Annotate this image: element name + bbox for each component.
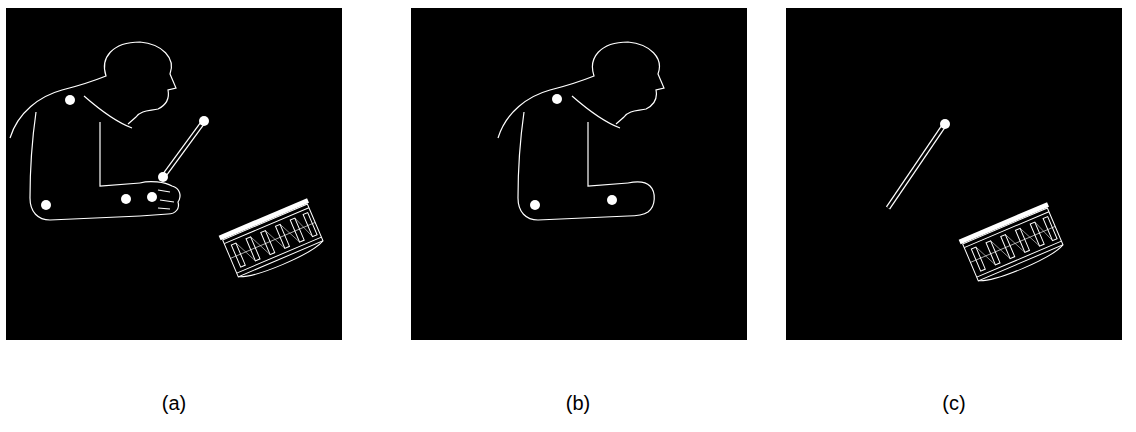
panel-b (411, 8, 747, 340)
panel-label: (a) (162, 392, 186, 415)
drummer-figure (10, 42, 176, 220)
person-figure (498, 42, 664, 220)
drummer-hand (140, 182, 180, 216)
drum-stick-c-inner (888, 124, 945, 208)
stick-dot (940, 119, 950, 129)
snare-drum (220, 200, 328, 283)
snare-drum-c (960, 204, 1068, 287)
keypoint-dots (41, 95, 209, 210)
keypoint-dots-b (530, 94, 617, 210)
panel-c (786, 8, 1122, 340)
panel-label: (b) (566, 392, 590, 415)
panel-label: (c) (942, 392, 965, 415)
drum-stick-c (888, 124, 945, 208)
panel-a (6, 8, 342, 340)
drum-stick-inner (163, 121, 204, 177)
drum-stick (163, 121, 204, 177)
